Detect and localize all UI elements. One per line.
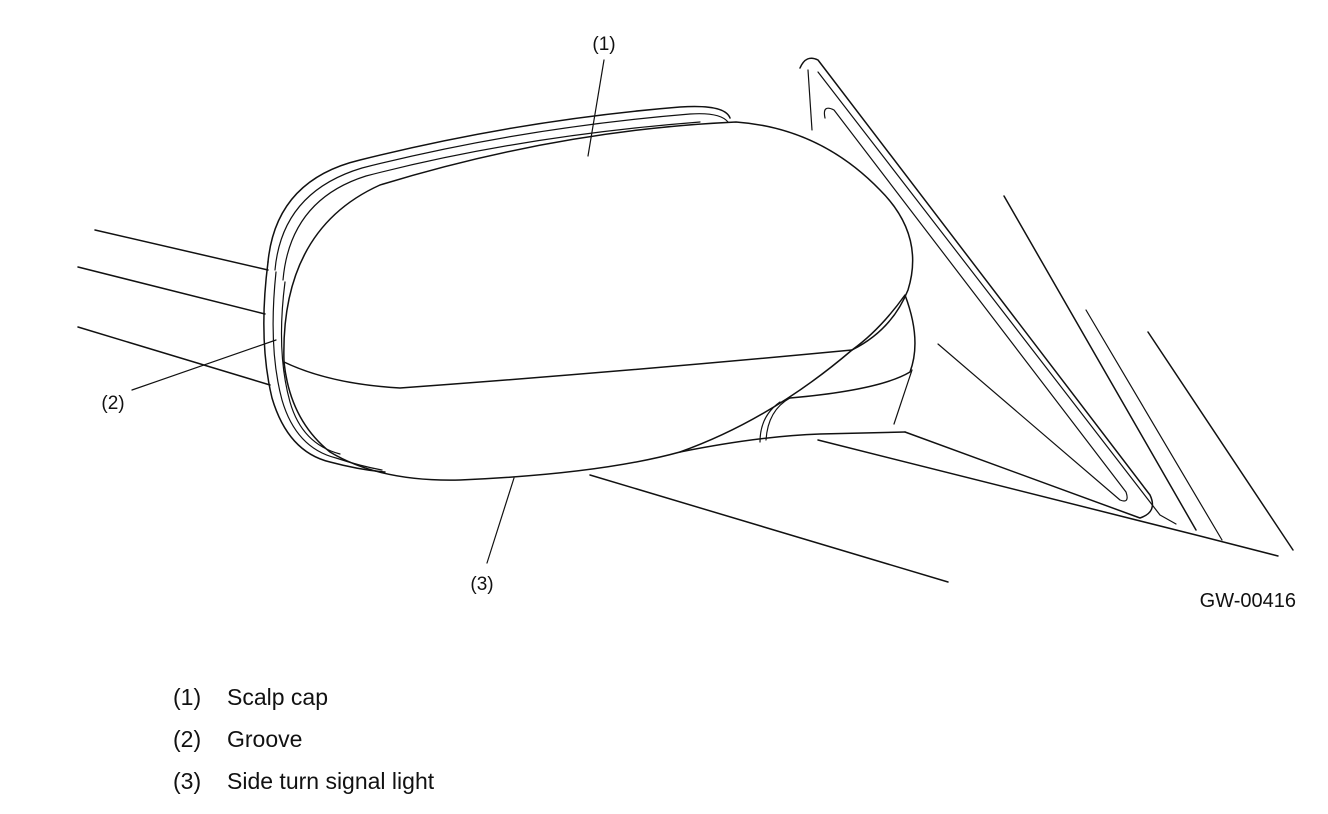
leader-line-1 bbox=[587, 59, 605, 157]
legend-item: (1) Scalp cap bbox=[173, 676, 434, 718]
leader-line-2 bbox=[131, 339, 277, 391]
legend-text: Groove bbox=[227, 725, 303, 752]
figure-id: GW-00416 bbox=[1200, 590, 1296, 612]
mirror-housing bbox=[263, 105, 916, 481]
mirror-line-drawing: (1) (2) (3) GW-00416 bbox=[77, 34, 1296, 612]
leader-lines bbox=[131, 59, 605, 564]
parts-legend: (1) Scalp cap (2) Groove (3) Side turn s… bbox=[173, 676, 434, 802]
legend-item: (2) Groove bbox=[173, 718, 434, 760]
legend-text: Scalp cap bbox=[227, 683, 329, 710]
legend-number: (3) bbox=[173, 767, 202, 794]
callout-2: (2) bbox=[101, 393, 124, 414]
leader-line-3 bbox=[486, 477, 515, 564]
legend-number: (1) bbox=[173, 683, 202, 710]
callout-1: (1) bbox=[592, 34, 615, 55]
legend-item: (3) Side turn signal light bbox=[173, 760, 434, 802]
legend-text: Side turn signal light bbox=[227, 767, 435, 794]
window-frame-lines bbox=[799, 57, 1294, 557]
reference-lines bbox=[77, 229, 949, 583]
mirror-diagram: (1) (2) (3) GW-00416 bbox=[77, 34, 1296, 612]
callout-3: (3) bbox=[470, 574, 493, 595]
legend-number: (2) bbox=[173, 725, 202, 752]
